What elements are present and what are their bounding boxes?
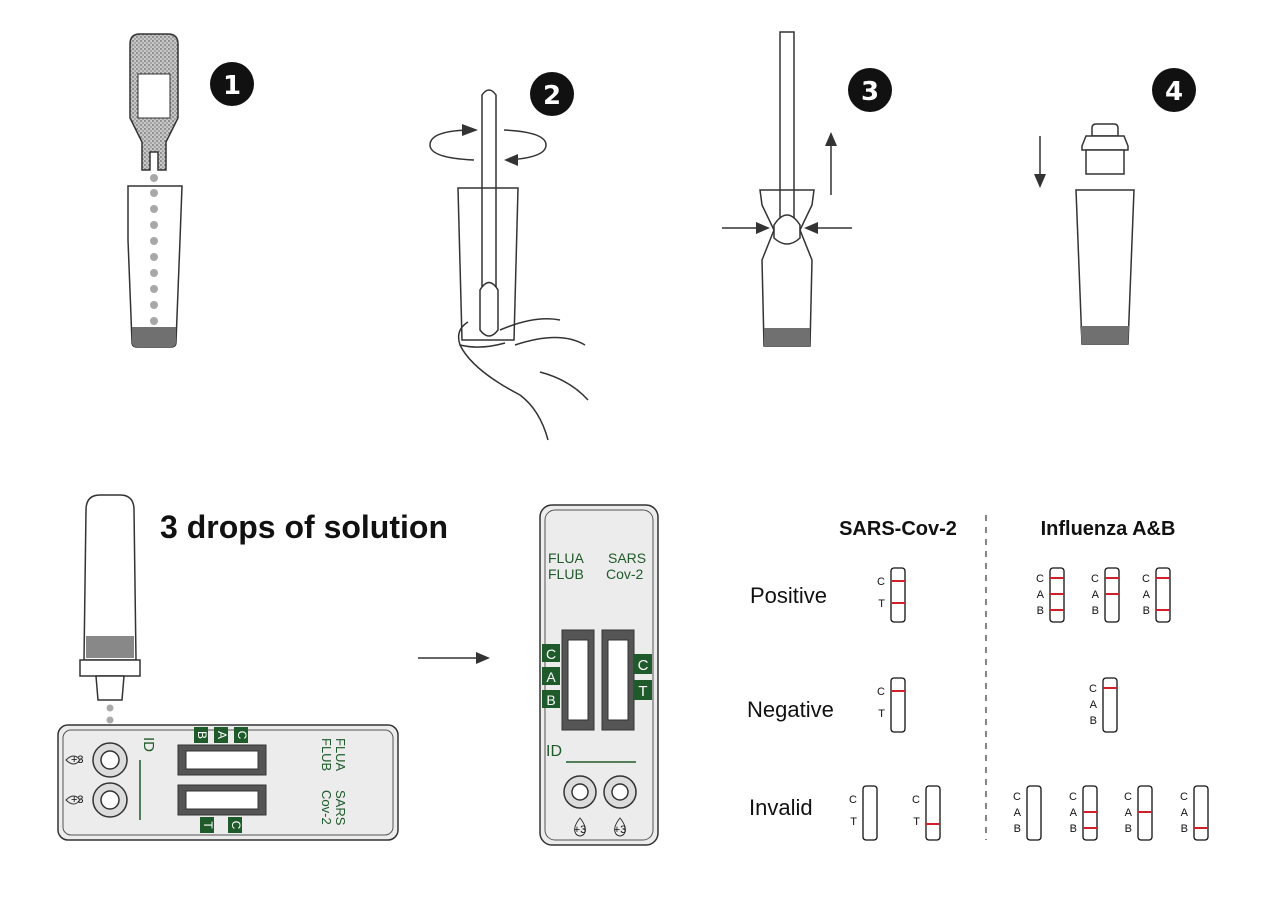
- results-interpretation: SARS-Cov-2 Influenza A&B Positive Negati…: [747, 515, 1209, 841]
- flu-invalid-strip-2: CAB: [1069, 785, 1098, 841]
- strip-letter: T: [850, 816, 857, 828]
- strip-letter: A: [1092, 589, 1100, 601]
- svg-text:4: 4: [1165, 77, 1183, 107]
- svg-text:Cov-2: Cov-2: [606, 566, 644, 582]
- step-2-illustration: [429, 89, 589, 441]
- svg-text:B: B: [195, 731, 209, 739]
- flu-invalid-strip-1: CAB: [1013, 785, 1042, 841]
- step-4-badge: 4: [1152, 68, 1196, 112]
- svg-text:B: B: [546, 692, 555, 708]
- svg-text:C: C: [638, 657, 649, 674]
- step-2-badge: 2: [530, 72, 574, 116]
- svg-text:T: T: [638, 683, 647, 700]
- flu-positive-strip-1: CAB: [1036, 567, 1065, 623]
- svg-text:C: C: [229, 821, 243, 830]
- svg-text:FLUAFLUB: FLUAFLUB: [319, 738, 348, 772]
- strip-letter: T: [878, 708, 885, 720]
- strip-letter: C: [1142, 573, 1150, 585]
- svg-text:T: T: [201, 821, 215, 829]
- svg-text:+3: +3: [614, 824, 627, 836]
- svg-text:+3: +3: [71, 794, 84, 806]
- strip-letter: C: [912, 794, 920, 806]
- flu-invalid-strip-3: CAB: [1124, 785, 1153, 841]
- strip-letter: B: [1181, 823, 1188, 835]
- strip-letter: A: [1014, 807, 1022, 819]
- sars-invalid-strip-1: CT: [849, 785, 878, 841]
- step-1-illustration: [127, 33, 183, 348]
- dropper-tube: [79, 494, 141, 736]
- sars-negative-strip: CT: [877, 677, 906, 733]
- strip-letter: A: [1070, 807, 1078, 819]
- strip-letter: B: [1092, 605, 1099, 617]
- strip-letter: A: [1125, 807, 1133, 819]
- sars-positive-strip: CT: [877, 567, 906, 623]
- row-label-invalid: Invalid: [749, 795, 813, 820]
- svg-text:1: 1: [223, 71, 241, 101]
- sars-invalid-strip-2: CT: [912, 785, 941, 841]
- strip-letter: T: [878, 598, 885, 610]
- svg-text:3: 3: [861, 77, 879, 107]
- vertical-cassette: FLUA FLUB SARS Cov-2 C A B C T ID +3 +3: [539, 504, 659, 846]
- strip-letter: A: [1181, 807, 1189, 819]
- strip-letter: C: [849, 794, 857, 806]
- strip-letter: T: [913, 816, 920, 828]
- flu-positive-strip-2: CAB: [1091, 567, 1120, 623]
- step-4-illustration: [1034, 123, 1135, 345]
- step-3-illustration: [722, 31, 852, 347]
- row-label-positive: Positive: [750, 583, 827, 608]
- svg-text:A: A: [215, 731, 229, 739]
- strip-letter: C: [1013, 791, 1021, 803]
- strip-letter: C: [877, 686, 885, 698]
- flu-negative-strip: CAB: [1089, 677, 1118, 733]
- flu-positive-strip-3: CAB: [1142, 567, 1171, 623]
- strip-letter: C: [1124, 791, 1132, 803]
- svg-text:FLUA: FLUA: [548, 550, 584, 566]
- svg-text:2: 2: [543, 81, 561, 111]
- step-3-badge: 3: [848, 68, 892, 112]
- strip-letter: C: [1091, 573, 1099, 585]
- strip-letter: C: [877, 576, 885, 588]
- strip-letter: A: [1090, 699, 1098, 711]
- svg-text:+3: +3: [71, 754, 84, 766]
- strip-letter: B: [1014, 823, 1021, 835]
- svg-text:A: A: [546, 669, 556, 685]
- svg-text:FLUB: FLUB: [548, 566, 584, 582]
- strip-letter: C: [1036, 573, 1044, 585]
- strip-letter: B: [1070, 823, 1077, 835]
- svg-text:C: C: [235, 731, 249, 740]
- flu-invalid-strip-4: CAB: [1180, 785, 1209, 841]
- strip-letter: B: [1143, 605, 1150, 617]
- strip-letter: B: [1037, 605, 1044, 617]
- svg-text:SARS: SARS: [608, 550, 646, 566]
- svg-text:C: C: [546, 646, 556, 662]
- strip-letter: B: [1125, 823, 1132, 835]
- strip-letter: B: [1090, 715, 1097, 727]
- horizontal-cassette: +3 +3 ID B A C T C FLUAFLUB SARSCov-2: [57, 724, 399, 841]
- strip-letter: A: [1037, 589, 1045, 601]
- svg-text:ID: ID: [140, 737, 157, 752]
- svg-text:SARSCov-2: SARSCov-2: [319, 790, 348, 826]
- drops-instruction: 3 drops of solution: [160, 509, 448, 545]
- strip-letter: C: [1089, 683, 1097, 695]
- svg-text:+3: +3: [574, 824, 587, 836]
- step-1-badge: 1: [210, 62, 254, 106]
- row-label-negative: Negative: [747, 697, 834, 722]
- strip-letter: C: [1069, 791, 1077, 803]
- col-header-sars: SARS-Cov-2: [839, 518, 957, 540]
- col-header-flu: Influenza A&B: [1041, 518, 1176, 540]
- svg-text:ID: ID: [546, 743, 562, 760]
- arrow-right: [418, 652, 490, 664]
- strip-letter: A: [1143, 589, 1151, 601]
- strip-letter: C: [1180, 791, 1188, 803]
